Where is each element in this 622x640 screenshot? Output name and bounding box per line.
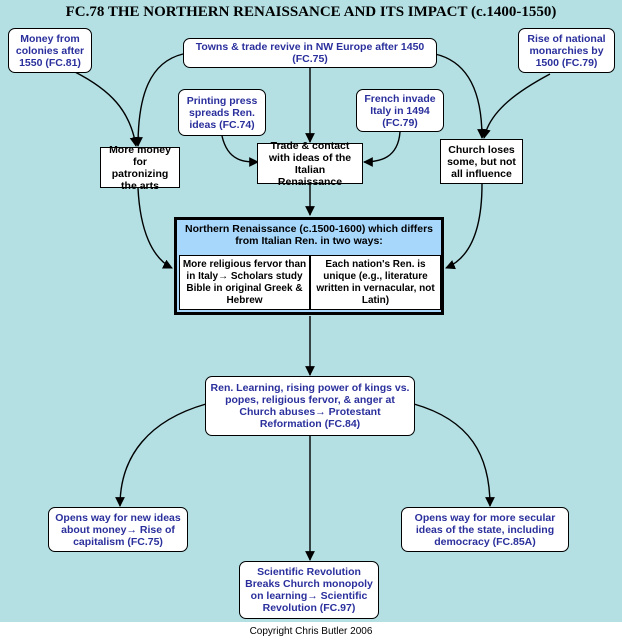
arrow-arts-to-central [137, 187, 173, 269]
arrow-learning-to-secular [413, 403, 495, 507]
box-capitalism: Opens way for new ideas about money→ Ris… [48, 507, 188, 552]
arrow-towns-to-arts [133, 53, 184, 147]
arrow-church-to-central [445, 183, 483, 270]
box-ren-learning: Ren. Learning, rising power of kings vs.… [205, 376, 415, 436]
box-printing-press: Printing press spreads Ren. ideas (FC.74… [178, 89, 266, 136]
central-northern-renaissance: Northern Renaissance (c.1500-1600) which… [174, 217, 444, 315]
central-heading: Northern Renaissance (c.1500-1600) which… [184, 223, 433, 247]
connector-layer [74, 53, 551, 561]
arrow-monarchies-to-church [481, 73, 551, 139]
box-money-colonies: Money from colonies after 1550 (FC.81) [8, 28, 92, 73]
copyright-notice: Copyright Chris Butler 2006 [249, 626, 373, 637]
arrow-colonies-to-arts [74, 71, 140, 147]
box-french-invade: French invade Italy in 1494 (FC.79) [356, 89, 444, 132]
central-cell-national-uniqueness: Each nation's Ren. is unique (e.g., lite… [310, 255, 441, 310]
box-scientific-revolution: Scientific Revolution Breaks Church mono… [239, 561, 379, 619]
arrow-french-to-trade [363, 131, 401, 167]
box-trade-contact: Trade & contact with ideas of the Italia… [257, 140, 363, 188]
central-cell-religious-fervor: More religious fervor than in Italy→ Sch… [179, 255, 310, 310]
box-towns-trade: Towns & trade revive in NW Europe after … [183, 38, 437, 68]
box-national-monarchies: Rise of national monarchies by 1500 (FC.… [518, 28, 615, 73]
diagram-canvas: FC.78 THE NORTHERN RENAISSANCE AND ITS I… [0, 0, 622, 622]
box-secular-state: Opens way for more secular ideas of the … [401, 507, 569, 552]
page-title: FC.78 THE NORTHERN RENAISSANCE AND ITS I… [65, 4, 557, 20]
arrow-printing-to-trade [221, 135, 259, 167]
box-church-loses: Church loses some, but not all influence [440, 139, 523, 184]
box-more-money-arts: More money for patronizing the arts [100, 144, 180, 192]
arrow-learning-to-capitalism [115, 403, 207, 507]
arrow-towns-to-church [434, 53, 487, 139]
